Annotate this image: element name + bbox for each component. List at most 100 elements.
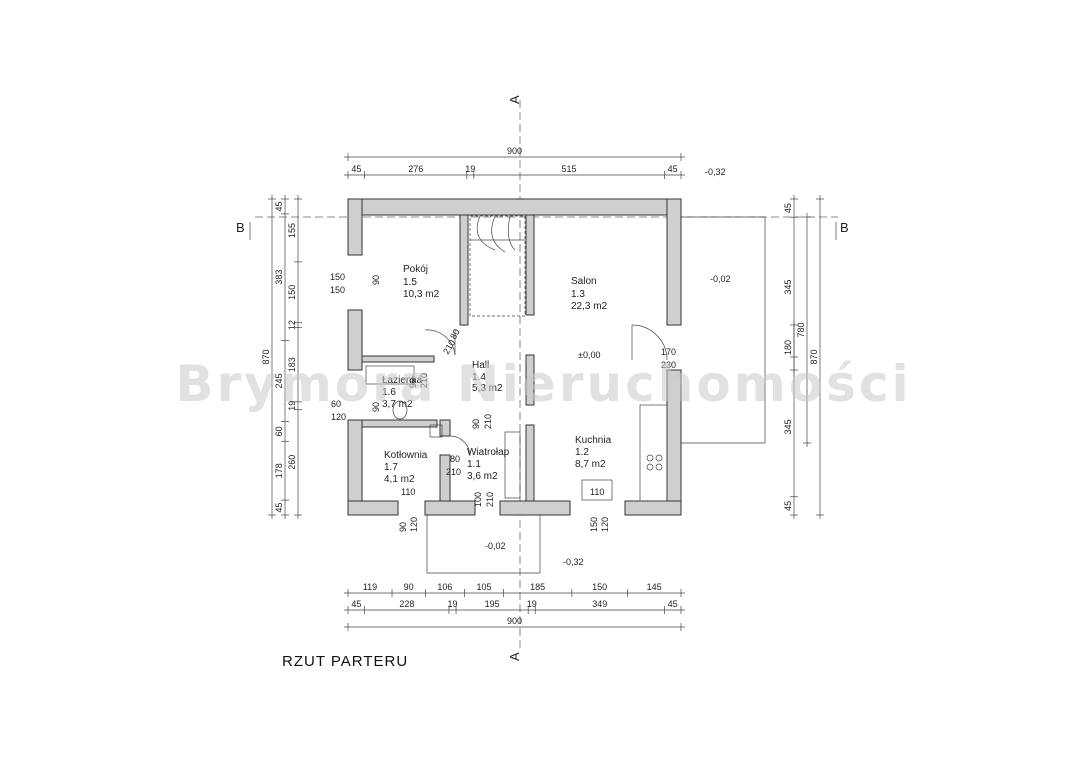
dim-bottom-row2-6: 45 (668, 599, 678, 609)
section-marker-b-left: B (236, 220, 245, 235)
dim-left-outer-2: 245 (274, 373, 284, 388)
room-salon-number: 1.3 (571, 289, 585, 300)
dim-left-outer-1: 383 (274, 270, 284, 285)
laz-window-width: 60 (331, 399, 341, 409)
dim-bottom-row2-5: 349 (592, 599, 607, 609)
salon-door-height: 230 (661, 360, 676, 370)
section-marker-a-top: A (507, 95, 522, 104)
room-kuchnia-number: 1.2 (575, 447, 589, 458)
level-outside-top: -0,32 (705, 167, 726, 177)
room-pokoj-name: Pokój (403, 264, 428, 275)
room-hall-name: Hall (472, 360, 489, 371)
dim-left-inner-2: 12 (287, 320, 297, 330)
room-wiatrolap-number: 1.1 (467, 459, 481, 470)
room-hall-number: 1.4 (472, 372, 486, 383)
level-floor: ±0,00 (578, 350, 600, 360)
dim-right-c-0: 180 (783, 340, 793, 355)
room-pokoj: Pokój 1.5 10,3 m2 (403, 264, 440, 300)
inner-walls (361, 214, 535, 502)
room-kotlownia-number: 1.7 (384, 462, 398, 473)
dim-right-a-0: 45 (783, 203, 793, 213)
dim-bottom-row1-5: 150 (592, 582, 607, 592)
dim-bottom-row2-3: 195 (485, 599, 500, 609)
dim-right-a-1: 345 (783, 280, 793, 295)
room-lazienka-area: 3,7 m2 (382, 399, 413, 410)
section-marker-b-right: B (840, 220, 849, 235)
dim-left-outer-0: 45 (274, 201, 284, 211)
door-swings (424, 324, 668, 457)
room-salon-name: Salon (571, 276, 597, 287)
room-kuchnia: Kuchnia 1.2 8,7 m2 (575, 435, 612, 470)
room-kuchnia-name: Kuchnia (575, 435, 612, 446)
room-lazienka-number: 1.6 (382, 387, 396, 398)
dim-left-inner-3: 183 (287, 357, 297, 372)
level-terrace: -0,02 (710, 274, 731, 284)
wia-door-height: 210 (483, 414, 493, 429)
laz-door-height: 210 (419, 373, 429, 388)
room-kuchnia-area: 8,7 m2 (575, 459, 606, 470)
kot-door-height: 210 (446, 467, 461, 477)
room-pokoj-number: 1.5 (403, 277, 417, 288)
dim-left-inner-1: 150 (287, 285, 297, 300)
room-wiatrolap-area: 3,6 m2 (467, 471, 498, 482)
room-salon: Salon 1.3 22,3 m2 (571, 276, 608, 312)
wia-door-width: 90 (471, 419, 481, 429)
dim-bottom-row2-2: 19 (448, 599, 458, 609)
dim-left-outer-3: 60 (274, 426, 284, 436)
level-entrance: -0,02 (485, 541, 506, 551)
kot-sill-width: 90 (398, 522, 408, 532)
kot-sill-height: 120 (409, 517, 419, 532)
dim-right-b-0: 780 (796, 322, 806, 337)
dim-bottom-total-0: 900 (507, 616, 522, 626)
room-salon-area: 22,3 m2 (571, 301, 608, 312)
dim-left-inner-4: 19 (287, 401, 297, 411)
front-door-height: 210 (485, 492, 495, 507)
kuch-sill-width: 150 (589, 517, 599, 532)
dim-top-3: 515 (562, 164, 577, 174)
bathroom-fixtures (365, 365, 443, 438)
dim-bottom-row1-1: 90 (404, 582, 414, 592)
staircase (469, 215, 526, 317)
terrace-outline (680, 216, 766, 444)
room-pokoj-area: 10,3 m2 (403, 289, 440, 300)
level-outside-bottom: -0,32 (563, 557, 584, 567)
room-wiatrolap-name: Wiatrołap (467, 447, 510, 458)
plan-title: RZUT PARTERU (282, 653, 409, 670)
dim-left-inner-0: 155 (287, 223, 297, 238)
laz-door-width: 90 (408, 378, 418, 388)
dim-left-inner-5: 260 (287, 455, 297, 470)
level-markers: ±0,00 -0,02 -0,02 -0,32 -0,32 (485, 167, 731, 567)
dim-right-total-0: 870 (809, 349, 819, 364)
section-marker-a-bottom: A (507, 652, 522, 661)
dim-bottom-row1-6: 145 (647, 582, 662, 592)
kuch-window-width: 110 (590, 487, 604, 497)
dim-bottom-row1-2: 106 (437, 582, 452, 592)
dim-right-a-3: 45 (783, 501, 793, 511)
room-lazienka: Łazienka 1.6 3,7 m2 (382, 375, 422, 410)
pokoj-door-width: 80 (448, 327, 462, 341)
dim-top-0: 45 (351, 164, 361, 174)
front-door-width: 100 (473, 492, 483, 507)
dim-bottom-row1-4: 185 (530, 582, 545, 592)
salon-door-width: 170 (661, 347, 676, 357)
pokoj-window-sill: 90 (371, 275, 381, 285)
room-hall: Hall 1.4 5,3 m2 (472, 360, 503, 394)
room-kotlownia: Kotłownia 1.7 4,1 m2 (384, 450, 428, 485)
dim-left-outer-5: 45 (274, 503, 284, 513)
room-wiatrolap: Wiatrołap 1.1 3,6 m2 (467, 447, 510, 482)
dim-bottom-row2-4: 19 (527, 599, 537, 609)
kitchen-fixtures (504, 404, 668, 502)
dim-top-total-0: 900 (507, 146, 522, 156)
outer-walls (347, 198, 682, 516)
kot-door-width: 80 (450, 454, 460, 464)
room-kotlownia-area: 4,1 m2 (384, 474, 415, 485)
room-lazienka-name: Łazienka (382, 375, 422, 386)
room-hall-area: 5,3 m2 (472, 383, 503, 394)
kuch-sill-height: 120 (600, 517, 610, 532)
dim-bottom-row1-3: 105 (476, 582, 491, 592)
dim-top-1: 276 (408, 164, 423, 174)
room-kotlownia-name: Kotłownia (384, 450, 428, 461)
dim-left-total-0: 870 (261, 349, 271, 364)
